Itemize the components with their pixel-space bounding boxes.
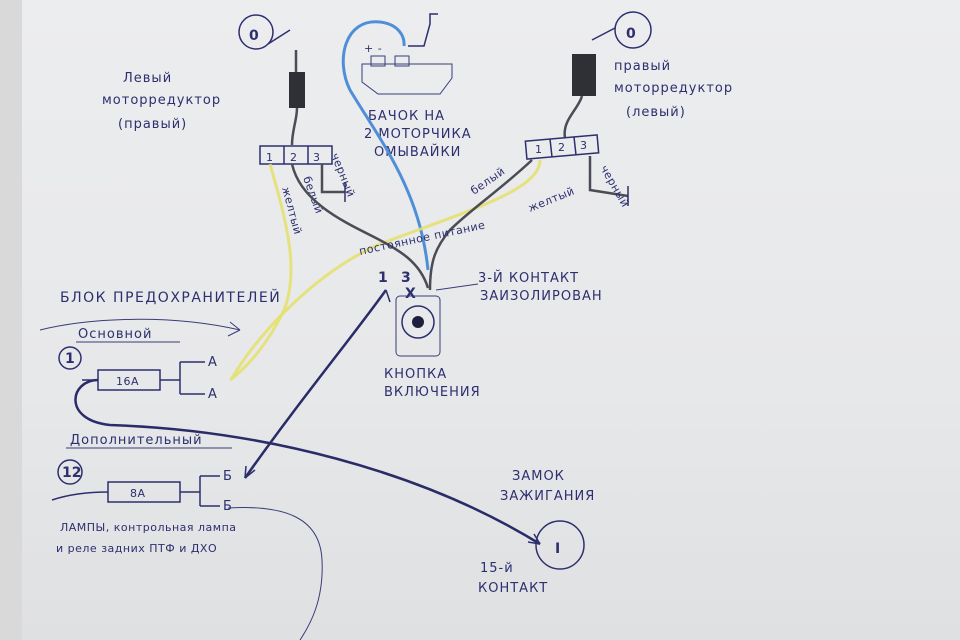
- right-motor-connector-plug: [572, 54, 596, 96]
- consumer-wire: [227, 507, 323, 640]
- left-motor-lead: [290, 107, 299, 146]
- consumers-label-1: ЛАМПЫ, контрольная лампа: [60, 521, 237, 534]
- ignition-symbol: I: [555, 541, 560, 557]
- ignition-label-2: ЗАЖИГАНИЯ: [500, 489, 595, 504]
- fuse-add-number-circle: [57, 459, 83, 485]
- washer-tank-label-1: БАЧОК НА: [368, 109, 445, 124]
- right-pin-3: 3: [580, 139, 588, 152]
- right-motor-label-1: правый: [614, 59, 671, 74]
- left-motor-label-2: моторредуктор: [102, 93, 221, 108]
- fuse-main-number-circle: [58, 346, 82, 370]
- left-pin-1: 1: [266, 151, 274, 164]
- button-label-2: ВКЛЮЧЕНИЯ: [384, 385, 481, 400]
- ignition-contact-label-1: 15-й: [480, 561, 514, 576]
- wire-white-right-to-button: [428, 159, 533, 291]
- right-motor-label-2: моторредуктор: [614, 81, 733, 96]
- left-motor-symbol: 0: [249, 28, 259, 44]
- fuse-main-out-a1: А: [208, 355, 218, 370]
- right-black-label: черный: [597, 163, 631, 210]
- tank-motor-1: [370, 55, 386, 67]
- third-contact-label-1: 3-Й КОНТАКТ: [478, 270, 579, 286]
- right-ground-wire: [588, 156, 629, 198]
- wires: [39, 20, 542, 546]
- button-center: [412, 316, 424, 328]
- fuse-main-rating: 16А: [116, 375, 139, 388]
- additional-label: Дополнительный: [70, 433, 203, 448]
- button-ring: [401, 305, 435, 339]
- right-motor-symbol: 0: [626, 26, 636, 42]
- wire-white-left-to-button: [290, 163, 430, 289]
- fuse-main-out-a2: А: [208, 387, 218, 402]
- button-label-1: КНОПКА: [384, 367, 447, 382]
- ignition-group: ЗАМОК ЗАЖИГАНИЯ I 15-й КОНТАКТ: [478, 469, 595, 596]
- fuse-add-split: [180, 475, 220, 507]
- right-pin-2: 2: [558, 141, 566, 154]
- left-motor-shaft: [267, 29, 291, 45]
- right-motor-lead: [563, 95, 584, 139]
- right-motor-icon: [614, 11, 652, 49]
- right-connector: [524, 134, 600, 160]
- button-pin-x: X: [405, 286, 416, 302]
- left-pin-3: 3: [313, 151, 321, 164]
- fuse-add-rating: 8А: [130, 487, 146, 500]
- tank-polarity: + -: [364, 42, 382, 55]
- main-arrow: [39, 318, 241, 331]
- fuse-main-split: [160, 361, 205, 395]
- right-pin-1: 1: [535, 143, 543, 156]
- button-group: 1 3 X 3-Й КОНТАКТ ЗАИЗОЛИРОВАН КНОПКА ВК…: [358, 218, 603, 400]
- washer-tank-icon: [361, 63, 453, 95]
- tank-ground-wire: [408, 13, 438, 47]
- fuse-block-group: БЛОК ПРЕДОХРАНИТЕЛЕЙ Основной 1 16А А А …: [51, 288, 323, 640]
- fuse-main-number: 1: [65, 351, 75, 367]
- left-motor-group: 0 1 2 3 черный белый желтый Левый моторр…: [102, 14, 358, 236]
- left-pin-2: 2: [290, 151, 298, 164]
- left-connector: [259, 145, 333, 165]
- right-motor-group: 0 1 2 3 черный желтый белый правый мотор…: [468, 11, 733, 215]
- washer-tank-label-2: 2 МОТОРЧИКА: [364, 127, 472, 142]
- main-label: Основной: [78, 327, 152, 342]
- washer-tank-label-3: ОМЫВАЙКИ: [374, 144, 461, 160]
- consumers-label-2: и реле задних ПТФ и ДХО: [56, 542, 217, 555]
- washer-tank-group: + - БАЧОК НА 2 МОТОРЧИКА ОМЫВАЙКИ: [361, 13, 472, 160]
- right-motor-label-3: (левый): [626, 105, 686, 120]
- push-button-icon: [395, 295, 441, 357]
- wire-yellow-left-motor: [229, 163, 293, 382]
- right-motor-shaft: [591, 27, 616, 41]
- paper-sheet: 0 1 2 3 черный белый желтый Левый моторр…: [22, 0, 960, 640]
- left-motor-label-3: (правый): [118, 117, 187, 132]
- left-ground-wire: [320, 164, 345, 194]
- third-contact-leader: [435, 283, 479, 291]
- left-motor-connector-plug: [289, 72, 305, 108]
- fuse-add-out-b1: Б: [223, 469, 233, 484]
- fuse-add-number: 12: [62, 465, 81, 481]
- right-white-label: белый: [468, 164, 507, 197]
- right-yellow-label: желтый: [526, 184, 576, 214]
- wire-fuse-to-ignition: [74, 378, 541, 546]
- tank-motor-2: [394, 55, 410, 67]
- left-motor-label-1: Левый: [123, 71, 172, 86]
- ignition-contact-label-2: КОНТАКТ: [478, 581, 548, 596]
- wire-button-to-fuse-b: [243, 289, 388, 479]
- fuse-add-out-b2: Б: [223, 499, 233, 514]
- left-motor-icon: [238, 14, 274, 50]
- wire-blue-tank-to-button: [341, 20, 430, 271]
- fuse-block-title: БЛОК ПРЕДОХРАНИТЕЛЕЙ: [60, 288, 281, 306]
- ignition-label-1: ЗАМОК: [512, 469, 565, 484]
- wiring-diagram: 0 1 2 3 черный белый желтый Левый моторр…: [39, 11, 733, 640]
- ignition-lock-icon: [535, 520, 585, 570]
- third-contact-label-2: ЗАИЗОЛИРОВАН: [480, 289, 603, 304]
- wire-yellow-right-motor: [230, 159, 542, 379]
- button-pin-1: 1: [378, 270, 388, 286]
- button-pin-3: 3: [401, 270, 411, 286]
